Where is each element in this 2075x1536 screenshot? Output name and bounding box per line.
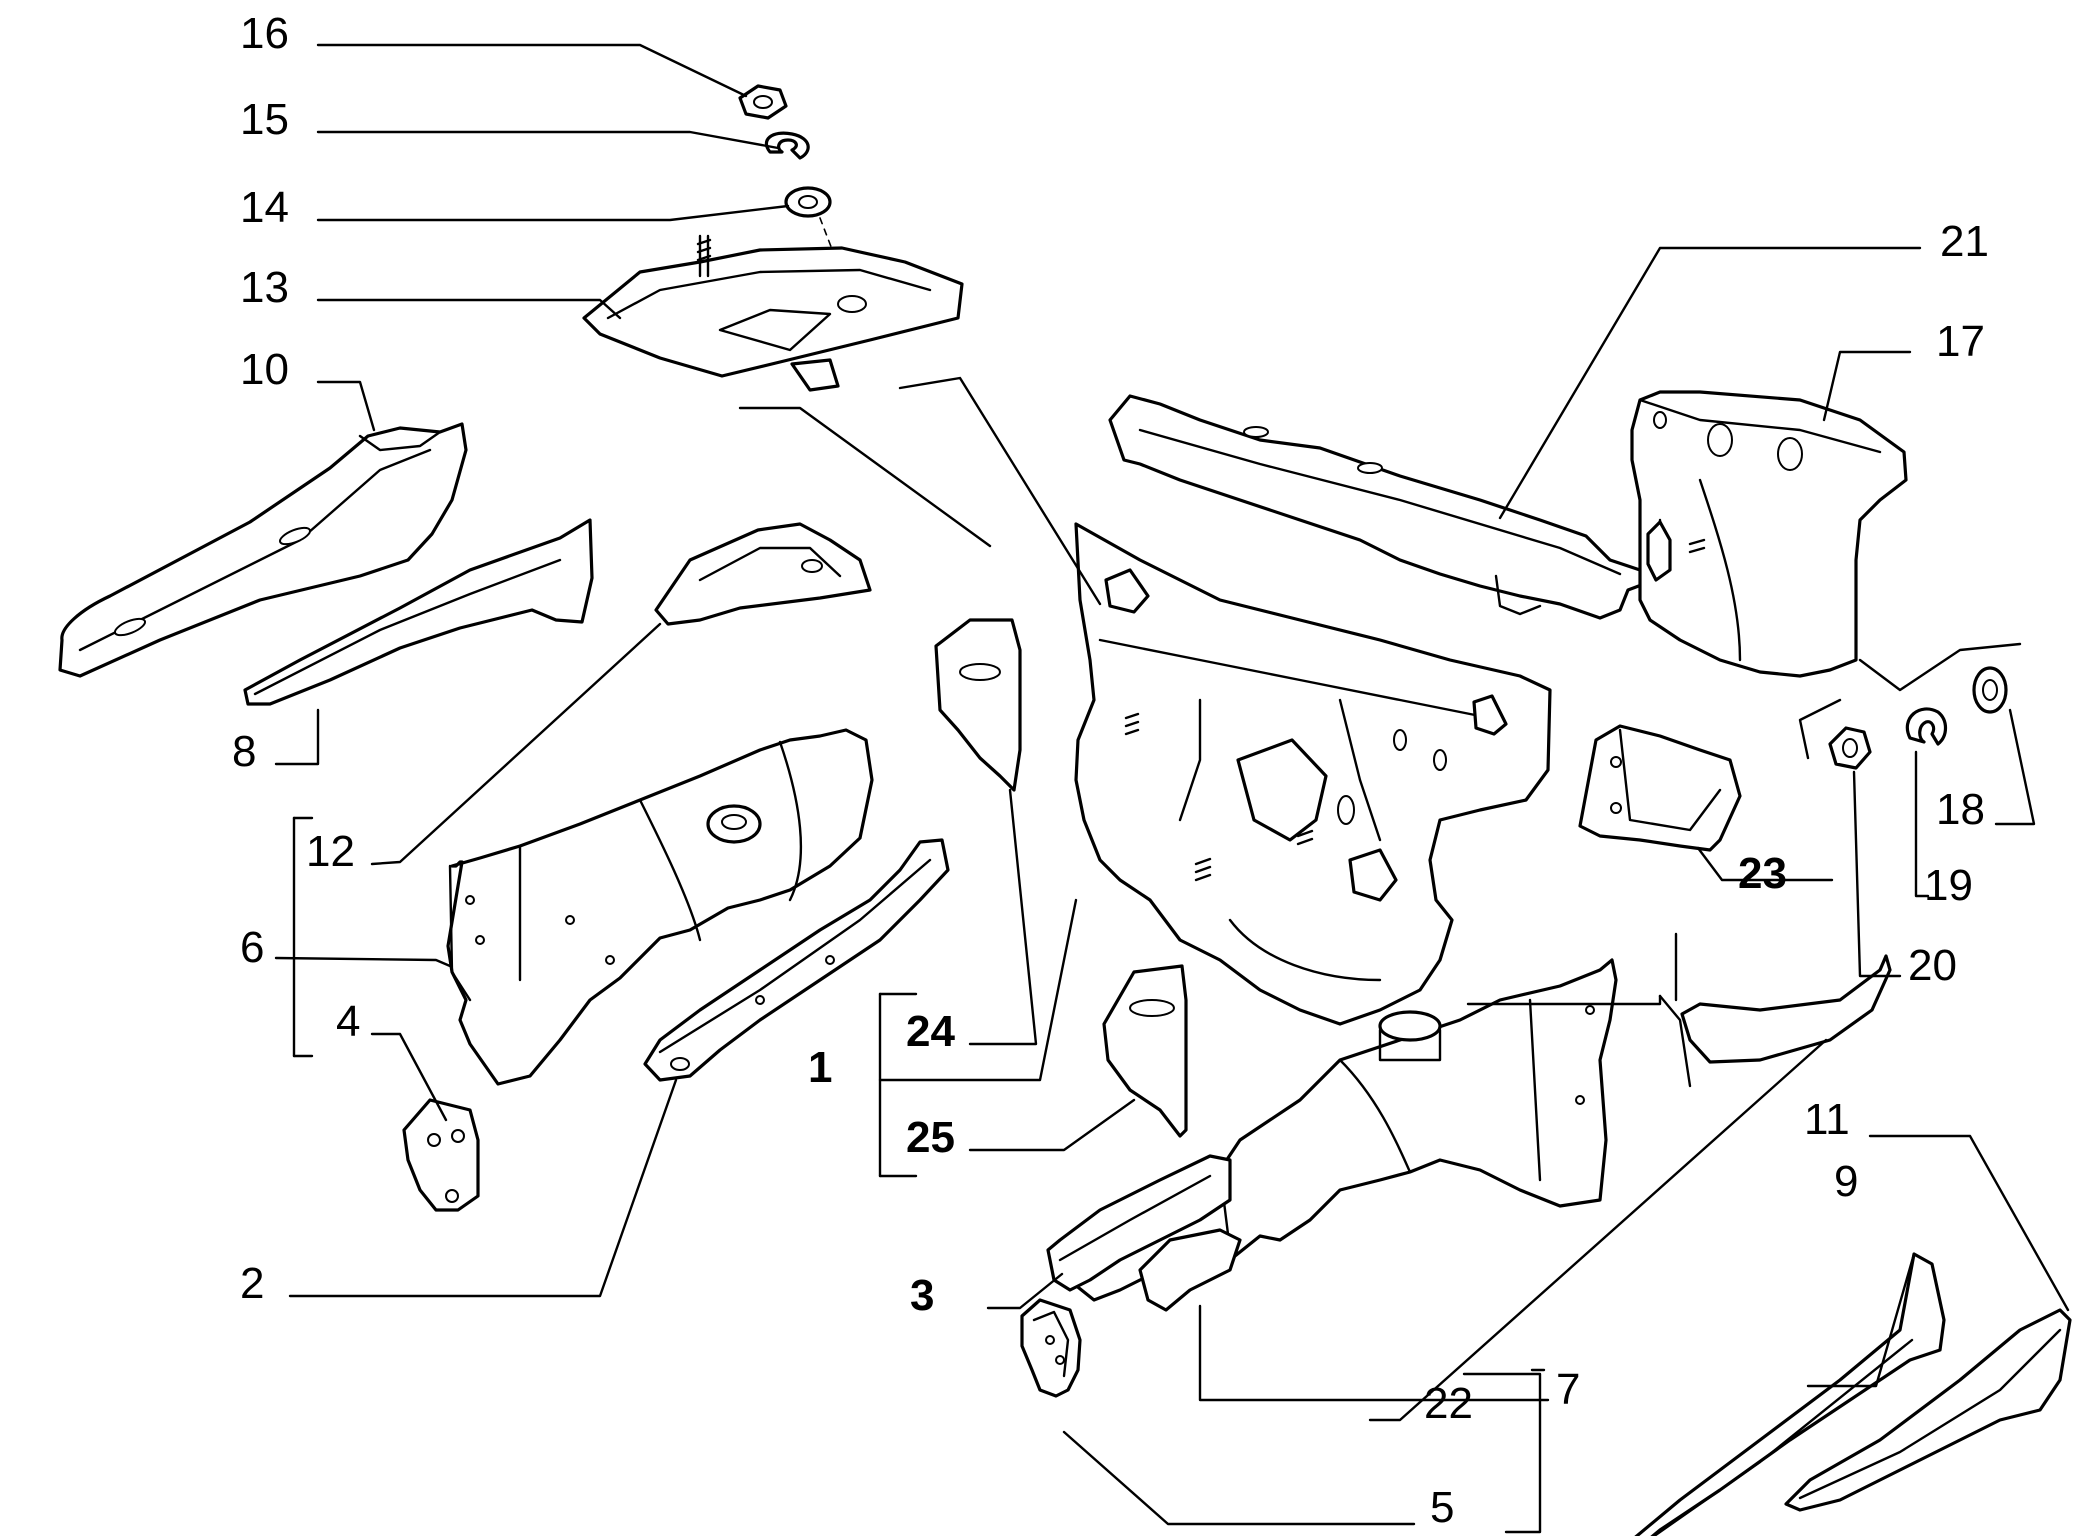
part-15-spring-washer[interactable]: [764, 131, 810, 160]
label-24: 24: [906, 1007, 955, 1056]
part-4-plate[interactable]: [402, 1098, 480, 1212]
label-13: 13: [240, 263, 289, 312]
label-1: 1: [808, 1043, 832, 1092]
label-17: 17: [1936, 317, 1985, 366]
label-16: 16: [240, 9, 289, 58]
label-6: 6: [240, 923, 264, 972]
label-20: 20: [1908, 941, 1957, 990]
label-14: 14: [240, 183, 289, 232]
part-13-battery-tray[interactable]: [582, 234, 964, 392]
label-22: 22: [1424, 1379, 1473, 1428]
part-7-rail[interactable]: [1138, 1228, 1242, 1312]
part-14-washer[interactable]: [784, 186, 832, 218]
part-11-rail[interactable]: [1784, 1308, 2072, 1512]
part-21-cross-member[interactable]: [1108, 394, 1646, 620]
part-1-bulkhead[interactable]: [1074, 522, 1552, 1026]
label-10: 10: [240, 345, 289, 394]
label-8: 8: [232, 727, 256, 776]
label-7: 7: [1556, 1365, 1580, 1414]
part-22-liner[interactable]: [1680, 954, 1892, 1064]
label-11: 11: [1804, 1095, 1850, 1144]
label-3: 3: [910, 1271, 934, 1320]
part-5-plate[interactable]: [1020, 1298, 1082, 1398]
label-21: 21: [1940, 217, 1989, 266]
part-2-chassis-rail[interactable]: [643, 838, 950, 1082]
label-18: 18: [1936, 785, 1985, 834]
part-25-panel[interactable]: [1102, 964, 1188, 1138]
part-10-rail[interactable]: [58, 422, 468, 678]
part-6-wheel-arch[interactable]: [446, 728, 874, 1086]
part-12-bracket[interactable]: [654, 522, 872, 626]
label-5: 5: [1430, 1483, 1454, 1532]
part-20-nut[interactable]: [1828, 726, 1872, 770]
part-18-washer[interactable]: [1972, 666, 2008, 714]
label-12: 12: [306, 827, 355, 876]
part-24-panel[interactable]: [934, 618, 1022, 792]
part-19-spring-washer[interactable]: [1905, 707, 1948, 746]
callout-labels: 16 15 14 13 10 8 12 6 4 2 1 24 25 3 5 7 …: [232, 9, 1989, 1532]
label-2: 2: [240, 1259, 264, 1308]
label-19: 19: [1924, 861, 1973, 910]
label-25: 25: [906, 1113, 955, 1162]
label-23: 23: [1738, 849, 1787, 898]
label-15: 15: [240, 95, 289, 144]
part-9-rail[interactable]: [1604, 1252, 1946, 1536]
part-23-bracket[interactable]: [1578, 724, 1742, 852]
part-17-suspension-tower[interactable]: [1630, 390, 1908, 678]
part-8-rail[interactable]: [243, 518, 594, 706]
part-3-rail[interactable]: [1046, 1154, 1232, 1292]
label-4: 4: [336, 997, 360, 1046]
label-9: 9: [1834, 1157, 1858, 1206]
part-16-nut[interactable]: [738, 84, 788, 120]
leader-lines: [274, 43, 2070, 1534]
